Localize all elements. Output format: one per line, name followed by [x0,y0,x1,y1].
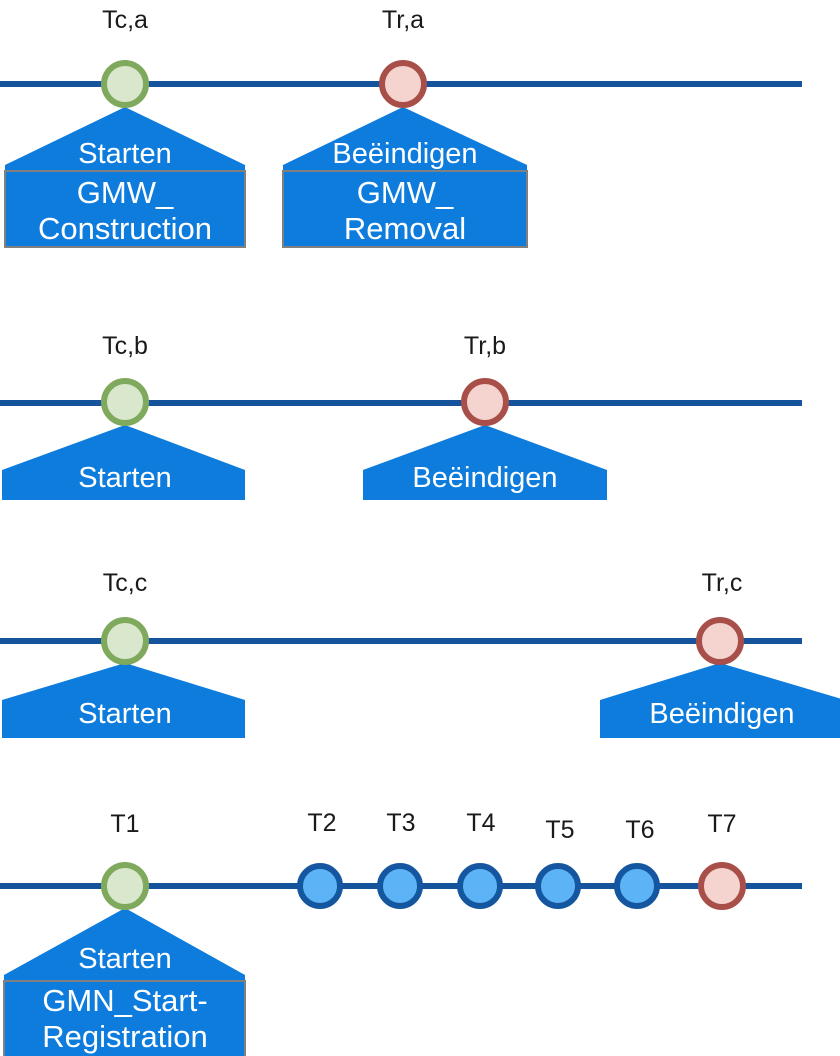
row-t: Starten GMN_Start- Registration T1 T2 T3… [0,809,802,1056]
measurement-node-t4[interactable] [457,863,503,909]
end-node-tr-c[interactable] [696,617,744,665]
measurement-node-t5[interactable] [535,863,581,909]
event-pentagon-start-b[interactable] [2,425,245,500]
event-action-label-end-c: Beëindigen [649,698,794,730]
event-name-line1-gmw-removal: GMW_ [357,175,454,210]
tick-label-t3: T3 [386,809,415,837]
event-pentagon-gmw-construction[interactable] [5,107,245,175]
end-node-t7[interactable] [698,862,746,910]
row-a: Starten GMW_ Construction Beëindigen GMW… [0,6,802,248]
tick-label-tr-a: Tr,a [382,6,424,34]
event-action-label-gmw-construction: Starten [78,138,172,170]
measurement-node-t3[interactable] [377,863,423,909]
event-name-line1-gmn-start-registration: GMN_Start- [42,983,207,1018]
tick-label-tc-a: Tc,a [102,6,148,34]
event-name-line2-gmw-construction: Construction [38,211,212,246]
tick-label-tc-c: Tc,c [103,569,147,597]
measurement-node-t6[interactable] [614,863,660,909]
event-box-gmw-construction[interactable] [4,170,246,248]
start-node-tc-b[interactable] [101,378,149,426]
event-action-label-gmw-removal: Beëindigen [332,138,477,170]
tick-label-tr-c: Tr,c [702,569,743,597]
event-name-line1-gmw-construction: GMW_ [77,175,174,210]
event-box-gmw-removal[interactable] [282,170,528,248]
event-pentagon-end-b[interactable] [363,425,607,500]
event-name-line2-gmw-removal: Removal [344,211,466,246]
row-b: Starten Beëindigen Tc,b Tr,b [0,332,802,500]
start-node-t1[interactable] [101,862,149,910]
event-action-label-end-b: Beëindigen [412,462,557,494]
event-name-line2-gmn-start-registration: Registration [42,1019,207,1054]
tick-label-tc-b: Tc,b [102,332,148,360]
row-c: Starten Beëindigen Tc,c Tr,c [0,569,840,738]
end-node-tr-a[interactable] [379,60,427,108]
tick-label-t6: T6 [625,816,654,844]
tick-label-tr-b: Tr,b [464,332,506,360]
tick-label-t5: T5 [545,816,574,844]
tick-label-t4: T4 [466,809,495,837]
event-pentagon-gmw-removal[interactable] [283,107,527,175]
tick-label-t2: T2 [307,809,336,837]
start-node-tc-c[interactable] [101,617,149,665]
tick-label-t1: T1 [110,810,139,838]
event-action-label-start-c: Starten [78,698,172,730]
event-pentagon-gmn-start-registration[interactable] [4,908,245,985]
end-node-tr-b[interactable] [461,378,509,426]
event-action-label-start-b: Starten [78,462,172,494]
event-action-label-gmn-start-registration: Starten [78,943,172,975]
tick-label-t7: T7 [707,810,736,838]
event-pentagon-start-c[interactable] [2,663,245,738]
measurement-node-t2[interactable] [297,863,343,909]
start-node-tc-a[interactable] [101,60,149,108]
event-pentagon-end-c[interactable] [600,663,840,738]
event-box-gmn-start-registration[interactable] [3,980,246,1056]
